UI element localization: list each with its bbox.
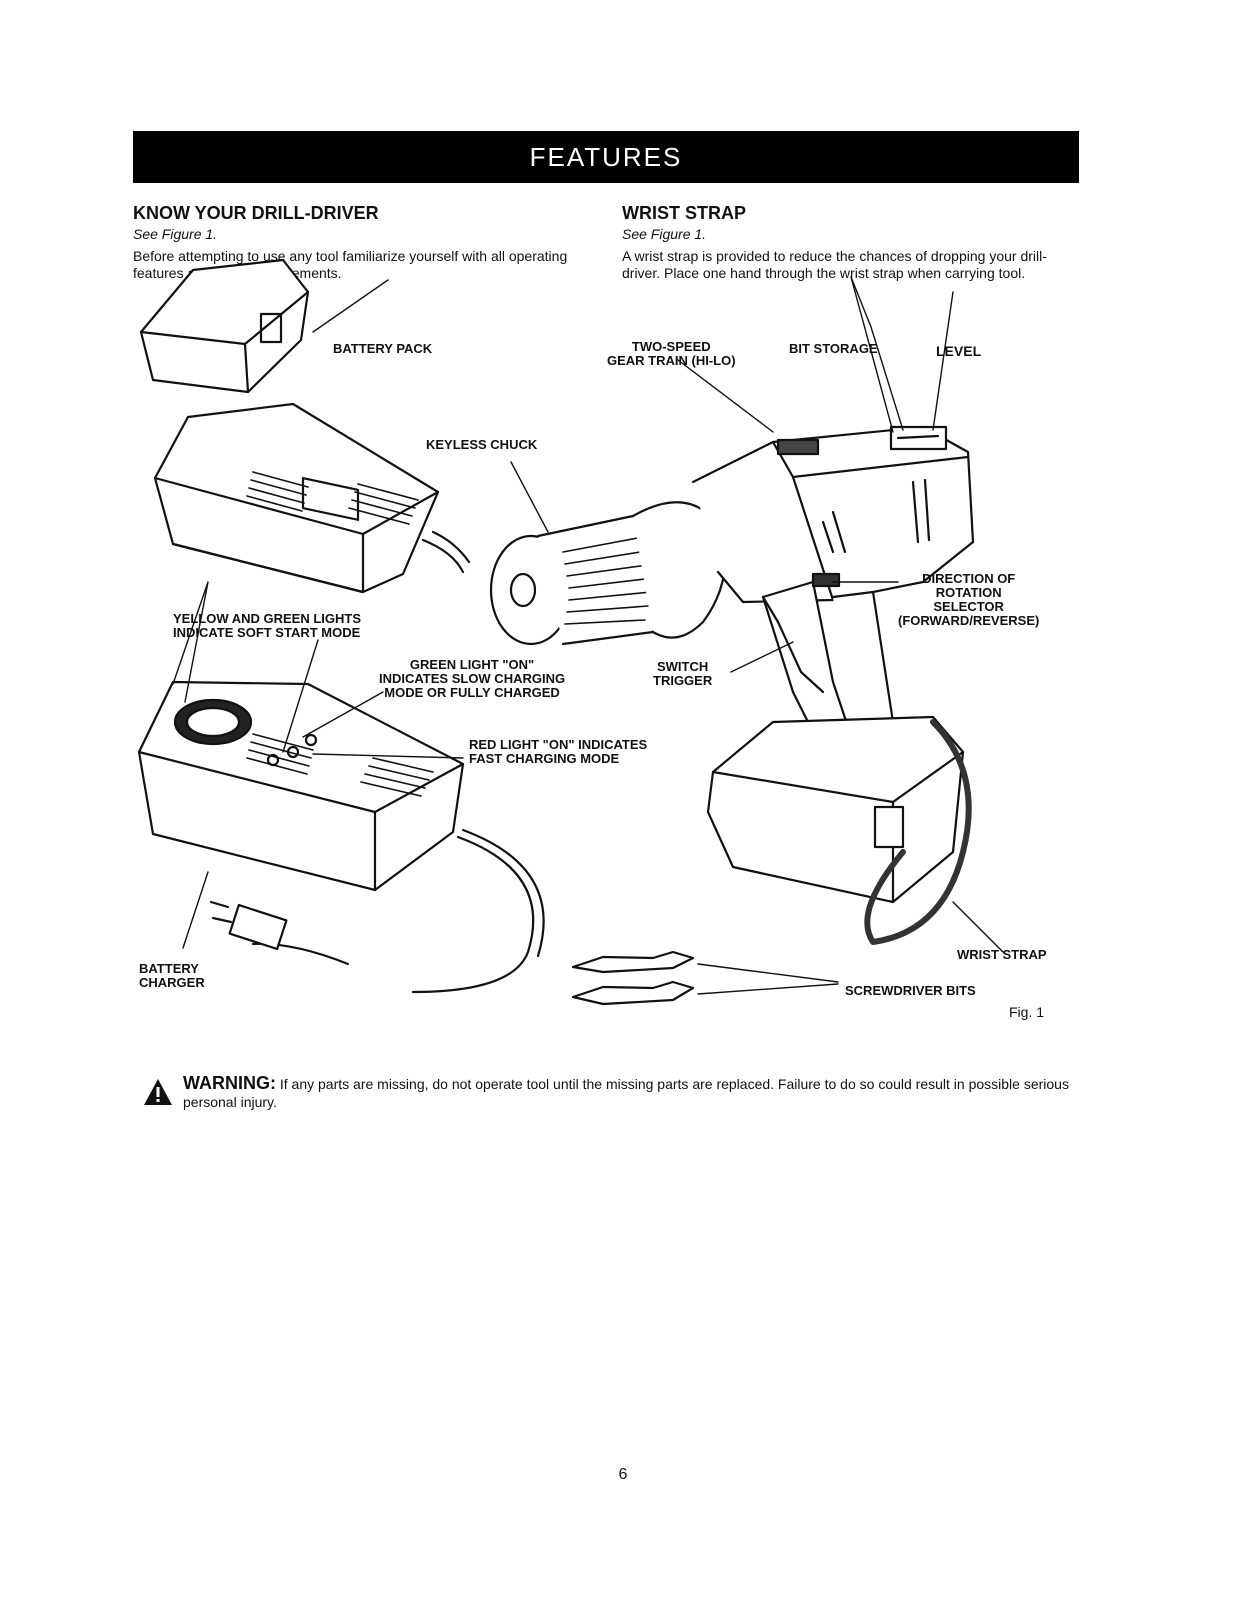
callout-leader-lines <box>172 276 1004 995</box>
label-level: LEVEL <box>936 343 982 359</box>
label-battery-charger: BATTERY CHARGER <box>139 961 205 990</box>
label-switch-trigger: SWITCH TRIGGER <box>653 659 713 688</box>
page-number: 6 <box>618 1466 628 1483</box>
label-battery-pack: BATTERY PACK <box>333 341 433 356</box>
section-heading: WRIST STRAP <box>622 203 746 223</box>
figure-reference: See Figure 1. <box>133 226 218 242</box>
wrist-strap-section: WRIST STRAP See Figure 1. A wrist strap … <box>622 202 1082 282</box>
warning-text: If any parts are missing, do not operate… <box>183 1076 1069 1110</box>
label-green-light-on: GREEN LIGHT "ON" INDICATES SLOW CHARGING… <box>379 657 566 700</box>
section-heading: KNOW YOUR DRILL-DRIVER <box>133 203 379 223</box>
figure-1: BATTERY PACK TWO-SPEED GEAR TRAIN (HI-LO… <box>133 252 1093 1032</box>
screwdriver-bits-illustration <box>571 950 695 1006</box>
drill-illustration <box>137 258 1004 1006</box>
banner-title: FEATURES <box>529 141 683 172</box>
battery-charger-illustration <box>137 680 545 994</box>
label-bit-storage: BIT STORAGE <box>789 341 878 356</box>
features-banner: FEATURES <box>133 131 1079 183</box>
label-yellow-green-lights: YELLOW AND GREEN LIGHTS INDICATE SOFT ST… <box>173 611 362 640</box>
label-red-light-on: RED LIGHT "ON" INDICATES FAST CHARGING M… <box>469 737 648 766</box>
label-two-speed-gear-train: TWO-SPEED GEAR TRAIN (HI-LO) <box>607 339 736 368</box>
warning-body: WARNING: If any parts are missing, do no… <box>183 1074 1083 1111</box>
label-keyless-chuck: KEYLESS CHUCK <box>426 437 538 452</box>
figure-label: Fig. 1 <box>1009 1004 1045 1020</box>
figure-reference: See Figure 1. <box>622 226 707 242</box>
warning-notice: WARNING: If any parts are missing, do no… <box>143 1074 1083 1111</box>
warning-label: WARNING: <box>183 1073 276 1093</box>
label-screwdriver-bits: SCREWDRIVER BITS <box>845 983 976 998</box>
label-direction-of-rotation-selector: DIRECTION OF ROTATION SELECTOR (FORWARD/… <box>898 571 1040 628</box>
label-wrist-strap: WRIST STRAP <box>957 947 1047 962</box>
section-text: A wrist strap is provided to reduce the … <box>622 248 1047 281</box>
charger-with-battery-illustration <box>139 258 471 594</box>
warning-triangle-icon <box>144 1079 172 1105</box>
drill-illustration-body <box>489 425 975 945</box>
